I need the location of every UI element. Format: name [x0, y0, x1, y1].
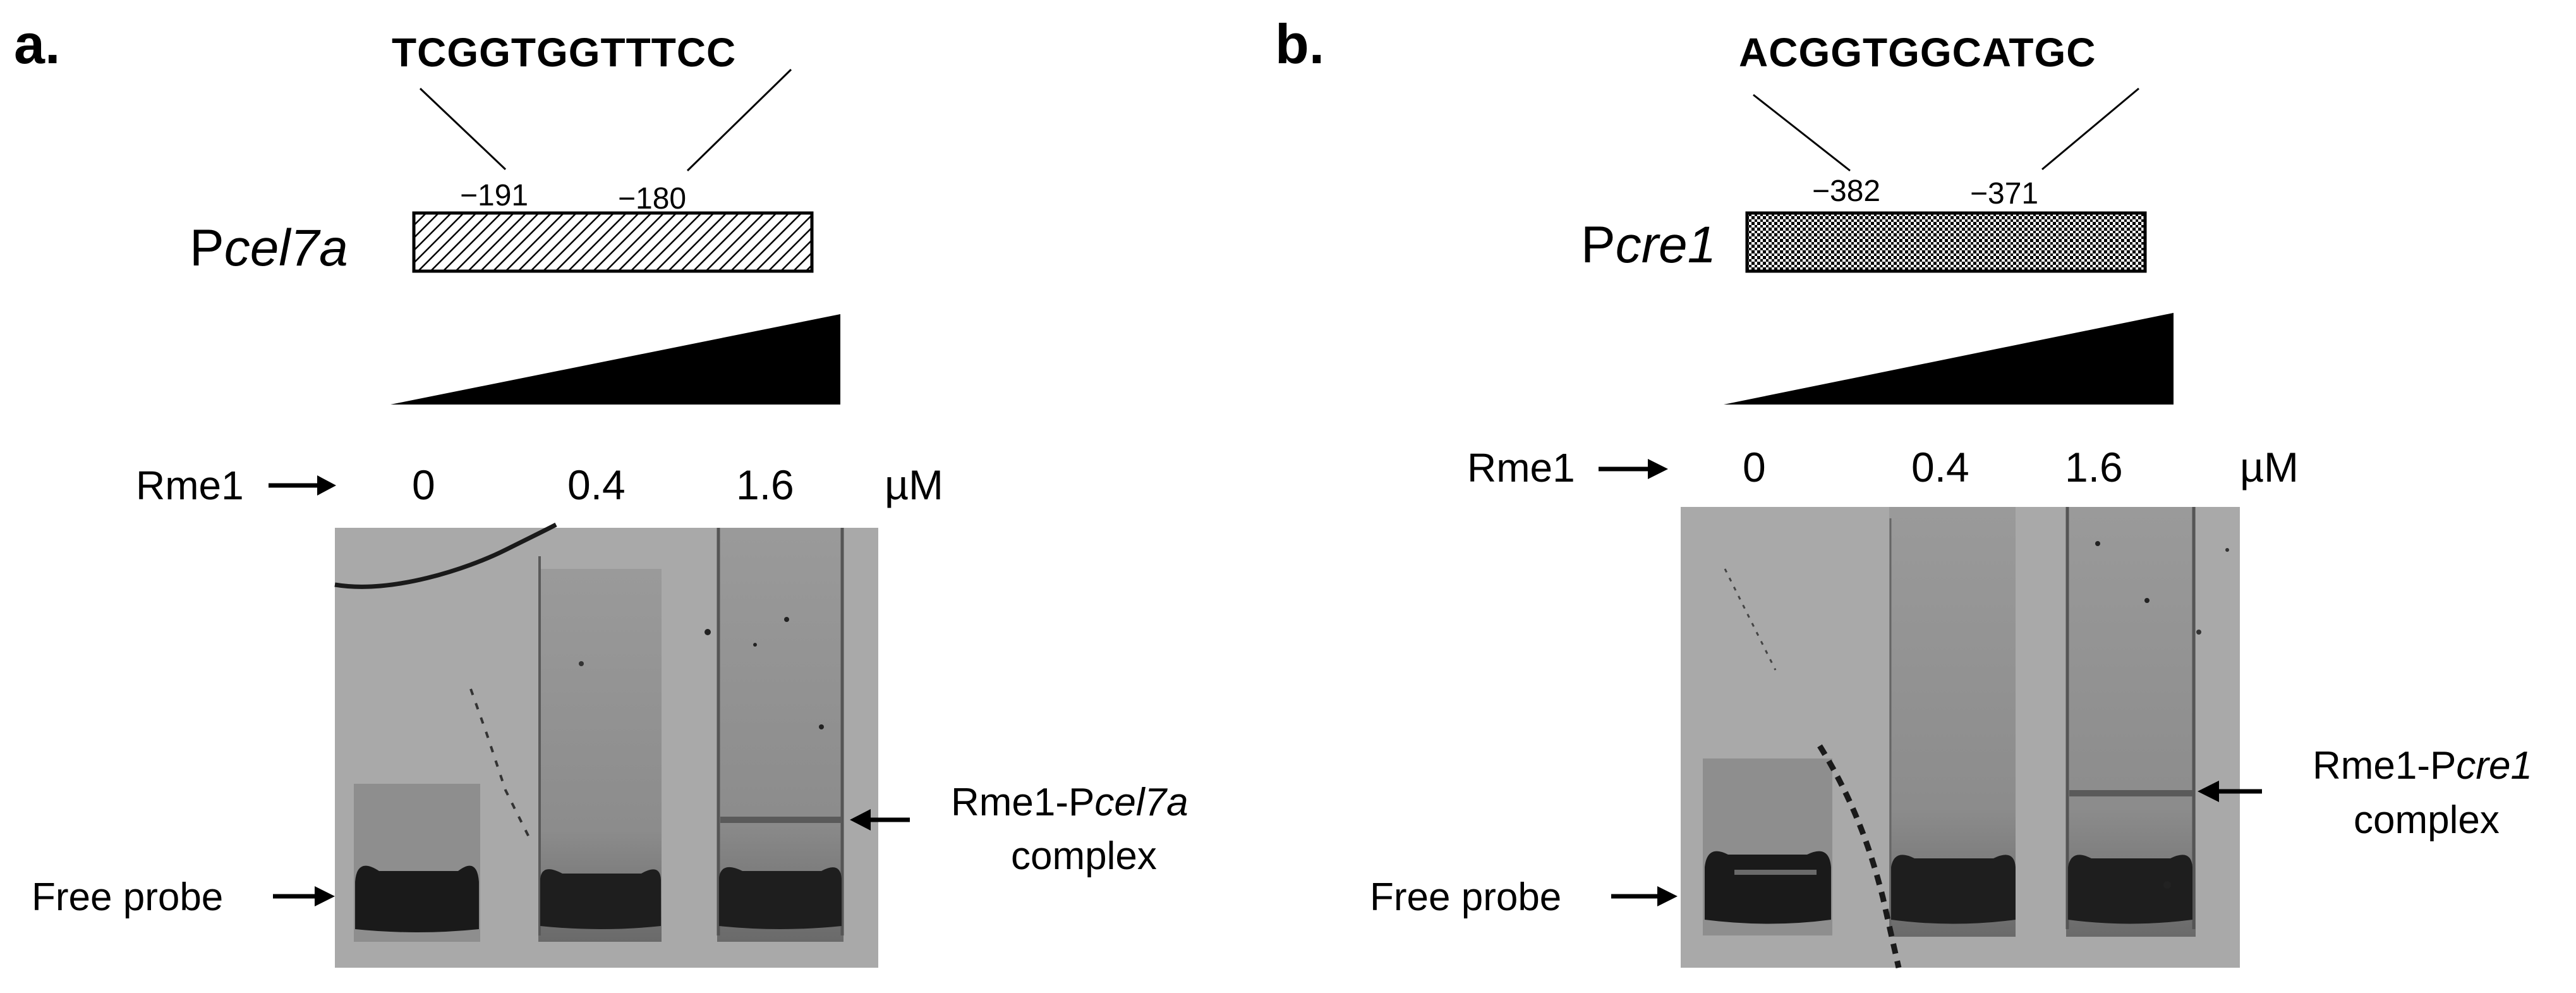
- panel-b-free-band-3: [2068, 855, 2192, 924]
- panel-a-gel-speck: [704, 629, 711, 635]
- panel-a-free-probe-label: Free probe: [32, 875, 223, 919]
- panel-a-seq-line-left: [419, 87, 507, 171]
- panel-b-complex-prefix: Rme1-P: [2313, 744, 2456, 788]
- panel-a-gel-artifact-curve: [334, 522, 557, 589]
- panel-b-gel-speck: [2196, 630, 2201, 635]
- panel-a-pos-start: −191: [460, 179, 528, 212]
- panel-a-seq-line-right: [686, 68, 792, 172]
- panel-b-free-probe-arrow: [1611, 886, 1678, 906]
- panel-a-free-band-1: [355, 865, 479, 932]
- panel-b-seq-line-right: [2041, 87, 2139, 171]
- panel-b-conc-0: 0: [1743, 444, 1766, 490]
- panel-a-conc-0: 0: [412, 461, 435, 508]
- panel-b-complex-arrow: [2198, 781, 2262, 802]
- panel-a-complex-line2: complex: [1011, 834, 1157, 878]
- panel-a-gel-artifact-streak: [469, 688, 532, 841]
- panel-b-promoter-prefix: P: [1581, 216, 1616, 274]
- panel-a-conc-2: 1.6: [736, 461, 794, 508]
- panel-b-complex-italic: cre1: [2456, 744, 2532, 788]
- panel-a-sequence: TCGGTGGTTTCC: [392, 30, 736, 75]
- panel-a-rme1-arrow: [269, 475, 336, 496]
- panel-a-free-band-2: [540, 869, 661, 929]
- panel-b-gel-speck: [2095, 541, 2100, 546]
- panel-a-unit: µM: [885, 461, 943, 508]
- panel-b-free-probe-label: Free probe: [1370, 875, 1561, 919]
- panel-a-promoter-label: Pcel7a: [190, 219, 348, 277]
- panel-a: a. TCGGTGGTTTCC −191 −180 Pcel7a Rme1 0 …: [14, 13, 1188, 968]
- panel-b-gel-speck: [2163, 881, 2171, 889]
- panel-a-promoter-name: cel7a: [224, 219, 348, 277]
- panel-b-unit: µM: [2240, 444, 2299, 490]
- panel-b-concentration-wedge: [1724, 313, 2174, 405]
- panel-b-seq-line-left: [1753, 94, 1851, 172]
- panel-a-gel-speck: [753, 643, 757, 647]
- panel-a-complex-prefix: Rme1-P: [951, 781, 1094, 824]
- panel-a-pos-end: −180: [618, 182, 686, 216]
- panel-a-concentration-wedge: [390, 314, 840, 405]
- panel-b-gel-artifact-streak: [1817, 744, 1902, 968]
- panel-a-gel-speck: [784, 617, 789, 622]
- panel-b-promoter-label: Pcre1: [1581, 216, 1716, 274]
- panel-b-rme1-label: Rme1: [1467, 445, 1575, 490]
- panel-b-conc-2: 1.6: [2065, 444, 2123, 490]
- panel-a-gel: [334, 522, 878, 968]
- panel-b-gel-artifact-scratch: [1724, 568, 1777, 671]
- panel-b-complex-band: [2069, 790, 2192, 796]
- panel-a-gel-speck: [819, 724, 824, 729]
- panel-b-pos-start: −382: [1812, 174, 1880, 208]
- panel-b-label: b.: [1275, 13, 1324, 75]
- panel-a-conc-1: 0.4: [567, 461, 626, 508]
- panel-b-free-band-1: [1705, 851, 1831, 924]
- panel-b-pos-end: −371: [1970, 177, 2038, 210]
- panel-b-sequence: ACGGTGGCATGC: [1739, 30, 2096, 75]
- panel-b-gel-speck: [2225, 548, 2229, 552]
- panel-b-promoter-name: cre1: [1616, 216, 1717, 274]
- panel-a-free-band-3: [719, 867, 842, 929]
- panel-a-rme1-label: Rme1: [136, 463, 244, 508]
- panel-a-complex-band: [720, 817, 842, 823]
- panel-a-free-probe-arrow: [273, 886, 335, 906]
- panel-b-promoter-box: [1745, 211, 2147, 273]
- panel-a-gel-speck: [579, 661, 584, 666]
- panel-a-complex-label: Rme1-Pcel7a: [951, 781, 1188, 824]
- panel-b-free-band-1-upper: [1734, 870, 1817, 875]
- panel-a-complex-italic: cel7a: [1094, 781, 1188, 824]
- panel-a-promoter-prefix: P: [190, 219, 224, 277]
- panel-b-complex-label: Rme1-Pcre1: [2313, 744, 2532, 788]
- panel-b-complex-line2: complex: [2354, 798, 2500, 842]
- panel-b-conc-1: 0.4: [1911, 444, 1969, 490]
- panel-b: b. ACGGTGGCATGC −382 −371 Pcre1 Rme1 0 0…: [1275, 13, 2532, 968]
- panel-b-free-band-2: [1891, 855, 2016, 924]
- panel-a-promoter-box: [412, 211, 814, 273]
- panel-b-rme1-arrow: [1599, 459, 1668, 479]
- panel-b-gel: [1681, 507, 2240, 968]
- panel-a-complex-arrow: [850, 809, 910, 831]
- panel-a-label: a.: [14, 13, 60, 75]
- panel-b-gel-speck: [2144, 598, 2150, 603]
